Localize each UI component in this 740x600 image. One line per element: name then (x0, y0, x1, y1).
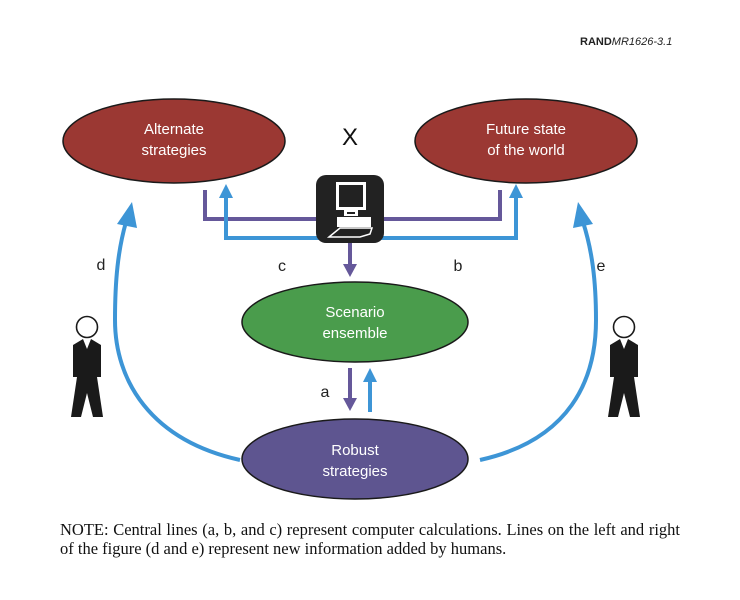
line-label-e: e (597, 258, 606, 275)
robust-strategies-node (241, 418, 469, 500)
figure-ref-prefix: RAND (580, 36, 612, 48)
cross-operator: X (342, 124, 358, 151)
future-state-node (414, 98, 638, 184)
blue-curve-d (112, 221, 241, 462)
line-label-a: a (321, 384, 330, 401)
blue-arrowhead-e (573, 202, 593, 228)
figure-note: NOTE: Central lines (a, b, and c) repres… (60, 520, 680, 558)
alternate-strategies-node (62, 98, 286, 184)
figure-reference: RANDMR1626-3.1 (580, 36, 672, 48)
future-state-label-1: Future state (486, 121, 566, 138)
blue-arrowhead-d (117, 202, 137, 228)
future-state-label-2: of the world (487, 142, 565, 159)
computer-icon (316, 175, 384, 243)
alternate-strategies-label-2: strategies (141, 142, 206, 159)
line-label-c: c (278, 258, 286, 275)
robust-strategies-label-2: strategies (322, 463, 387, 480)
blue-arrowhead-c (219, 184, 233, 198)
human-figure-left-icon (71, 315, 103, 417)
purple-arrowhead-a (343, 398, 357, 411)
scenario-ensemble-label-2: ensemble (322, 325, 387, 342)
blue-curve-e (479, 221, 599, 462)
scenario-ensemble-node (241, 281, 469, 363)
alternate-strategies-label-1: Alternate (144, 121, 204, 138)
human-figure-right-icon (608, 315, 640, 417)
blue-arrowhead-a (363, 368, 377, 382)
scenario-ensemble-label-1: Scenario (325, 304, 384, 321)
blue-arrowhead-b (509, 184, 523, 198)
figure-ref-code: MR1626-3.1 (611, 36, 673, 48)
purple-arrowhead-scenario (343, 264, 357, 277)
robust-strategies-label-1: Robust (331, 442, 379, 459)
line-label-b: b (454, 258, 463, 275)
line-label-d: d (97, 257, 106, 274)
